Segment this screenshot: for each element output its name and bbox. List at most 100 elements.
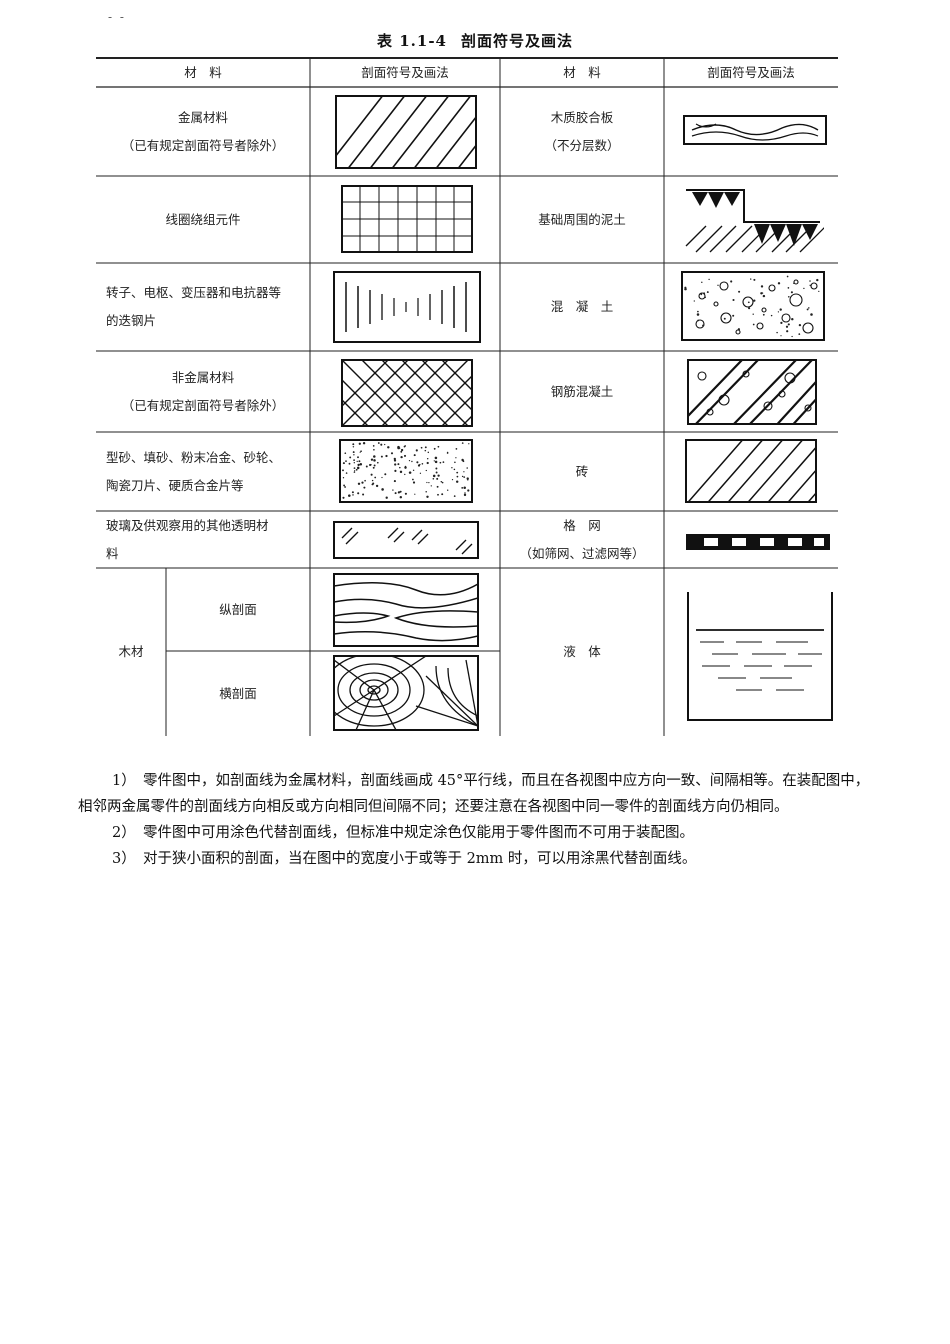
stipple-dot [362,442,366,445]
stipple-dot [717,284,719,286]
table-grid-lines [96,57,838,736]
mesh-symbol [686,534,830,550]
stipple-dot [433,447,436,450]
stipple-dot [399,495,403,499]
steel-laminate-symbol [333,271,481,343]
stipple-dot [358,442,361,445]
stipple-dot [394,463,397,466]
brick-symbol [685,439,817,503]
stipple-dot [455,480,459,483]
stipple-dot [373,464,376,467]
stipple-dot [809,280,811,282]
stipple-dot [786,330,789,333]
stipple-dot [467,489,470,492]
stipple-dot [354,470,356,472]
stipple-dot [461,487,464,489]
stipple-dot [352,494,354,496]
stipple-dot [385,454,388,458]
stipple-dot [428,481,430,484]
stipple-dot [364,479,366,482]
stipple-dot [404,466,407,469]
stipple-dot [408,459,411,462]
stipple-dot [436,485,439,488]
stipple-dot [466,467,468,469]
stipple-dot [412,478,414,481]
stipple-dot [453,495,456,497]
stipple-dot [403,454,407,457]
material-reinforced-concrete: 钢筋混凝土 [550,383,614,399]
stipple-dot [806,308,809,311]
stipple-dot [752,323,755,326]
stipple-dot [793,282,795,284]
stipple-dot [353,471,356,473]
stipple-dot [400,448,404,452]
stipple-dot [453,468,456,471]
material-sand-line2: 陶瓷刀片、硬质合金片等 [106,477,244,493]
stipple-dot [435,471,438,474]
stipple-dot [381,488,384,491]
stipple-dot [809,284,811,287]
stipple-dot [708,278,710,281]
stipple-dot [750,278,752,280]
material-coil: 线圈绕组元件 [165,211,241,227]
stipple-dot [463,471,465,473]
body-text: 1） 零件图中，如剖面线为金属材料，剖面线画成 45°平行线，而且在各视图中应方… [78,768,874,872]
stipple-dot [425,469,427,472]
paragraph-3: 3） 对于狭小面积的剖面，当在图中的宽度小于或等于 2mm 时，可以用涂黑代替剖… [112,851,697,867]
stipple-dot [404,473,406,476]
soil-symbol [685,189,824,253]
stipple-dot [696,313,700,316]
stipple-dot [451,478,454,481]
stipple-dot [433,460,435,462]
material-sand: 型砂、填砂、粉末冶金、砂轮、 陶瓷刀片、硬质合金片等 [96,432,310,511]
stipple-dot [357,463,360,467]
stipple-dot [762,294,766,298]
stipple-dot [374,476,377,479]
stipple-dot [373,459,376,462]
stipple-dot [408,471,412,474]
material-wood: 木材 [118,644,144,659]
stipple-dot [342,469,344,472]
stipple-dot [372,466,375,469]
stipple-dot [344,452,347,455]
stipple-dot [752,313,754,315]
stipple-dot [434,460,438,464]
liquid-symbol [687,592,833,721]
stipple-dot [432,474,436,478]
material-glass-line1: 玻璃及供观察用的其他透明材 [106,517,269,533]
stipple-dot [437,493,439,496]
plywood-symbol [683,115,827,145]
stipple-dot [463,476,466,478]
stipple-dot [730,280,733,283]
stipple-dot [701,281,703,284]
material-steel-line2: 的迭钢片 [106,313,157,328]
stipple-dot [747,301,750,304]
stipple-dot [463,486,466,489]
stipple-dot [748,307,751,310]
metal-hatch-symbol [335,95,477,169]
stipple-dot [345,472,348,474]
stipple-dot [798,323,802,327]
stipple-dot [441,493,444,496]
stipple-dot [791,335,793,338]
stipple-dot [372,482,375,485]
stipple-dot [787,287,790,289]
stipple-dot [776,331,778,334]
stipple-dot [393,459,397,462]
stipple-dot [463,493,467,497]
stipple-dot [777,282,781,285]
stipple-dot [780,335,782,337]
stipple-dot [737,328,741,331]
stipple-dot [348,494,351,497]
stipple-dot [359,462,363,466]
table-number: 表 1.1-4 [377,32,447,50]
material-soil: 基础周围的泥土 [538,211,626,227]
stipple-dot [353,454,355,456]
stipple-dot [461,442,464,444]
stipple-dot [419,463,421,466]
stipple-dot [348,462,351,465]
glass-symbol [333,521,479,559]
stipple-dot [372,445,375,447]
stipple-dot [441,481,444,484]
paragraph-2: 2） 零件图中可用涂色代替剖面线，但标准中规定涂色仅能用于零件图而不可用于装配图… [112,825,694,841]
